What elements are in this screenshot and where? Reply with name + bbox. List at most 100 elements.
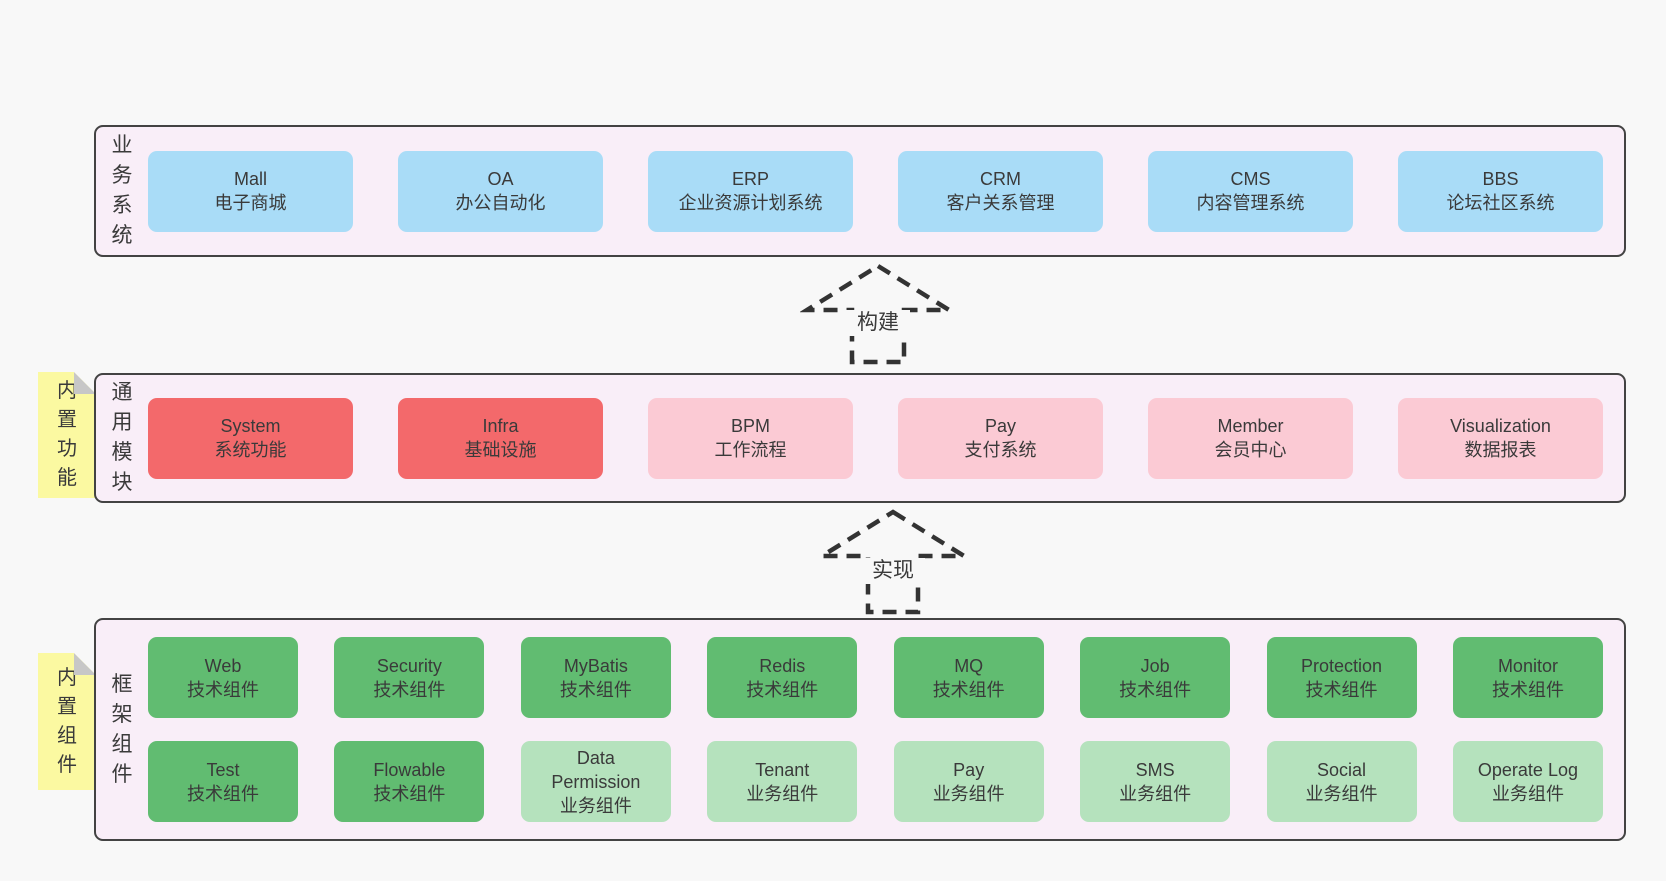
box-subtitle: 电子商城 (214, 193, 287, 213)
box-test: Test 技术组件 (148, 741, 298, 822)
box-tenant: Tenant 业务组件 (707, 741, 858, 822)
box-title: Redis (759, 655, 806, 676)
box-subtitle: 内容管理系统 (1196, 193, 1305, 213)
box-title: Operate Log (1477, 759, 1578, 780)
sticky-note-built-in-components: 内置组件 (38, 653, 96, 790)
box-bpm: BPM 工作流程 (648, 397, 853, 479)
box-subtitle: 业务组件 (746, 783, 819, 804)
sticky-fold-corner-icon (74, 653, 96, 675)
dashed-up-arrow-implement (815, 509, 972, 615)
box-title: ERP (731, 169, 769, 189)
box-title: Member (1217, 416, 1284, 436)
box-security: Security 技术组件 (334, 637, 485, 718)
panel-label-gutter: 框架组件 (96, 620, 148, 839)
box-title: MQ (954, 655, 984, 676)
box-title: Monitor (1497, 655, 1558, 676)
box-bbs: BBS 论坛社区系统 (1398, 150, 1603, 232)
box-title: BPM (730, 416, 770, 436)
box-subtitle: 技术组件 (373, 783, 446, 804)
box-subtitle: 业务组件 (1119, 783, 1192, 804)
sticky-built-in-functions-label: 内置功能 (57, 380, 77, 489)
box-title: Visualization (1450, 416, 1551, 436)
box-title: CRM (980, 169, 1021, 189)
panel-label-gutter: 业务系统 (96, 127, 148, 255)
box-subtitle: 技术组件 (932, 679, 1005, 700)
box-subtitle: 客户关系管理 (946, 193, 1055, 213)
dashed-up-arrow-build (800, 263, 957, 365)
box-erp: ERP 企业资源计划系统 (648, 150, 853, 232)
box-title: Mall (233, 169, 267, 189)
box-subtitle: 会员中心 (1214, 440, 1287, 460)
box-subtitle: 技术组件 (1491, 679, 1564, 700)
box-subtitle: 技术组件 (559, 679, 632, 700)
box-subtitle: 数据报表 (1464, 440, 1537, 460)
box-sms: SMS 业务组件 (1080, 741, 1231, 822)
box-title: SMS (1135, 759, 1175, 780)
box-mybatis: MyBatis 技术组件 (520, 637, 671, 718)
box-member: Member 会员中心 (1148, 397, 1353, 479)
box-subtitle: 业务组件 (559, 795, 632, 816)
arrow-build-label: 构建 (846, 310, 910, 336)
box-title: Test (206, 759, 240, 780)
box-subtitle: 业务组件 (1305, 783, 1378, 804)
box-subtitle: 系统功能 (214, 440, 287, 460)
box-title: Job (1140, 655, 1170, 676)
arrow-implement-label: 实现 (861, 558, 925, 584)
box-subtitle: 企业资源计划系统 (678, 193, 823, 213)
box-title: BBS (1482, 169, 1519, 189)
box-pay: Pay 支付系统 (898, 397, 1103, 479)
box-title: OA (487, 169, 514, 189)
box-cms: CMS 内容管理系统 (1148, 150, 1353, 232)
panel-business-label: 业务系统 (111, 134, 133, 247)
sticky-note-built-in-functions: 内置功能 (38, 372, 96, 498)
box-subtitle: 技术组件 (373, 679, 446, 700)
box-visualization: Visualization 数据报表 (1398, 397, 1603, 479)
box-title: Pay (953, 759, 985, 780)
box-subtitle: 技术组件 (1119, 679, 1192, 700)
panel-business-systems: 业务系统 Mall 电子商城 OA 办公自动化 ERP 企业资源计划系统 CRM 客户关系管理… (94, 125, 1626, 257)
box-mall: Mall 电子商城 (148, 150, 353, 232)
box-title: Infra (482, 416, 519, 436)
box-title: Web (204, 655, 242, 676)
business-boxes: Mall 电子商城 OA 办公自动化 ERP 企业资源计划系统 CRM 客户关系管理 CMS 内容… (148, 127, 1624, 255)
box-monitor: Monitor 技术组件 (1452, 637, 1603, 718)
box-social: Social 业务组件 (1266, 741, 1417, 822)
box-title: Social (1317, 759, 1367, 780)
box-title: Pay (984, 416, 1017, 436)
box-subtitle: 技术组件 (1305, 679, 1378, 700)
sticky-built-in-components-label: 内置组件 (57, 666, 77, 776)
box-flowable: Flowable 技术组件 (334, 741, 485, 822)
box-subtitle: 技术组件 (187, 679, 259, 700)
box-oa: OA 办公自动化 (398, 150, 603, 232)
box-subtitle: 技术组件 (746, 679, 819, 700)
box-title: Tenant (755, 759, 810, 780)
box-job: Job 技术组件 (1080, 637, 1231, 718)
box-web: Web 技术组件 (148, 637, 298, 718)
box-subtitle: 论坛社区系统 (1446, 193, 1555, 213)
box-crm: CRM 客户关系管理 (898, 150, 1103, 232)
box-title: Security (376, 655, 442, 676)
box-title: Flowable (373, 759, 446, 780)
box-subtitle: 业务组件 (1491, 783, 1564, 804)
panel-modules-label: 通用模块 (111, 381, 133, 494)
box-title: CMS (1230, 169, 1271, 189)
box-subtitle: 工作流程 (714, 440, 787, 460)
box-subtitle: 技术组件 (187, 783, 259, 804)
box-title: MyBatis (563, 655, 628, 676)
panel-label-gutter: 通用模块 (96, 375, 148, 501)
box-subtitle: 办公自动化 (455, 193, 546, 213)
box-subtitle: 支付系统 (964, 440, 1037, 460)
box-subtitle: 基础设施 (464, 440, 537, 460)
panel-components-label: 框架组件 (111, 672, 133, 786)
box-operate-log: Operate Log 业务组件 (1452, 741, 1603, 822)
